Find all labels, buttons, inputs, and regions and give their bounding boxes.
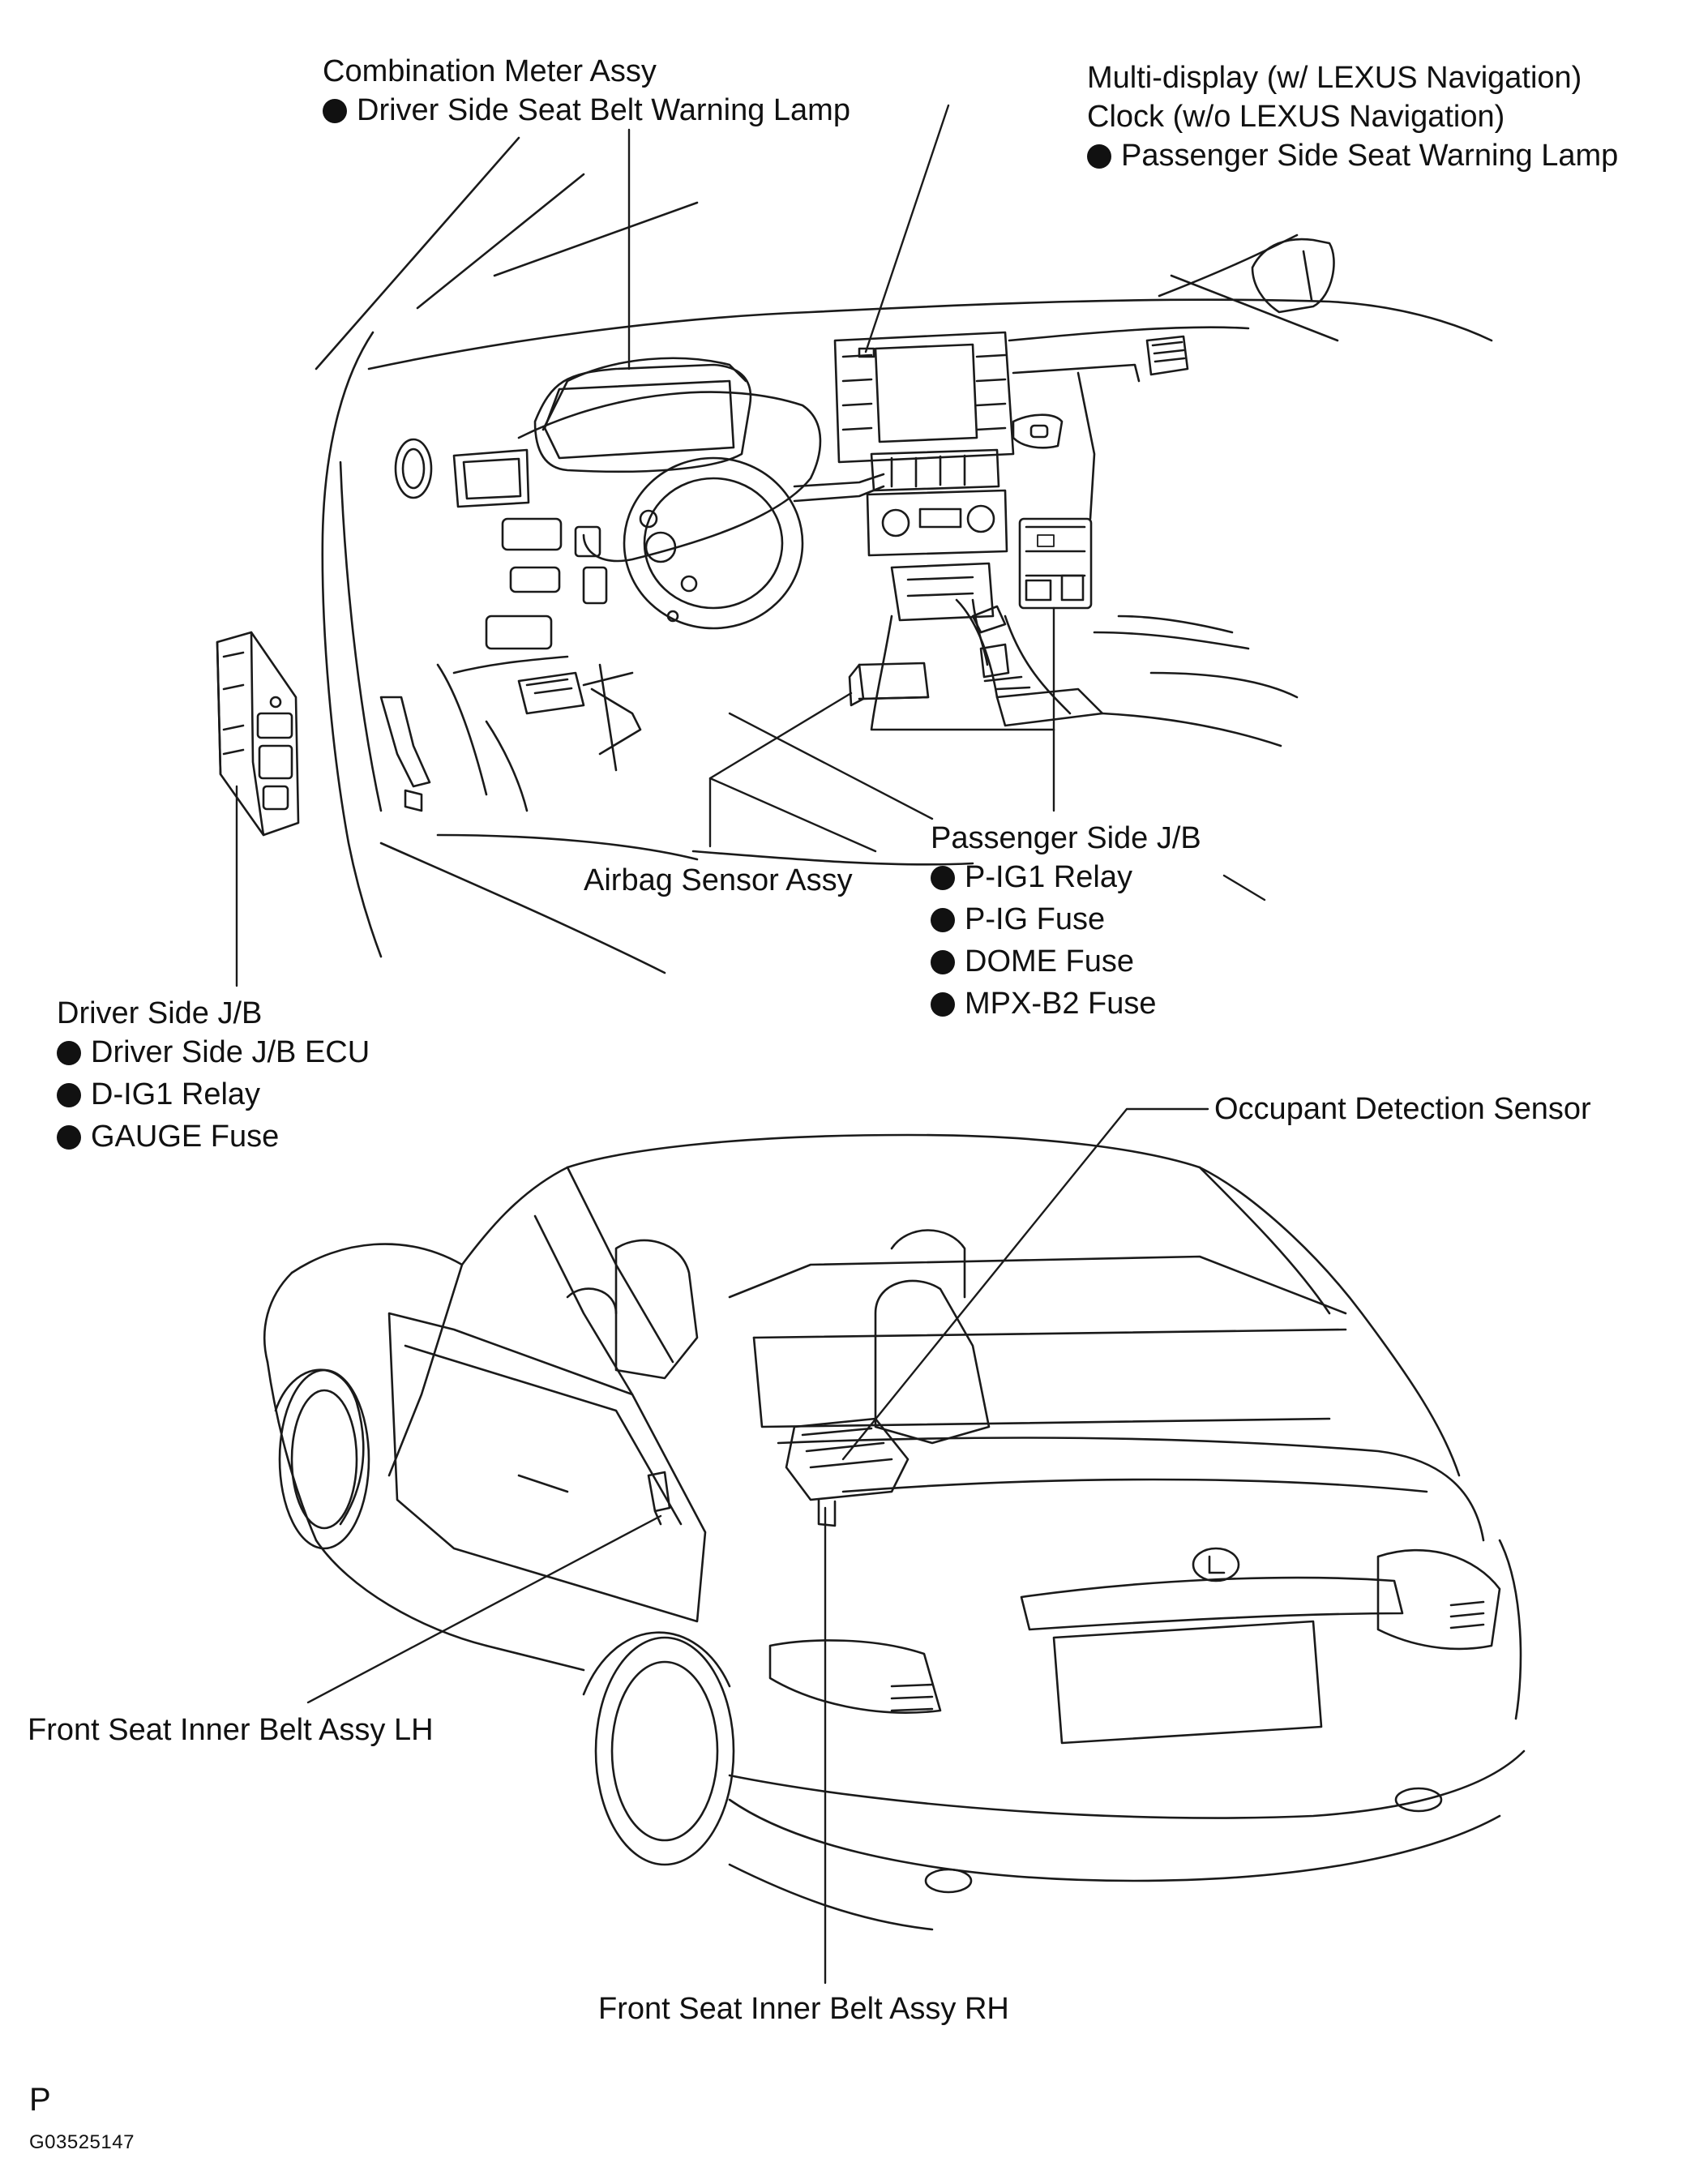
passenger-jb-callout: Passenger Side J/B P-IG1 Relay P-IG Fuse… [931,819,1201,1026]
list-item: Passenger Side Seat Warning Lamp [1087,136,1618,175]
bullet-icon [931,866,955,890]
car-illustration [263,1133,1526,1931]
multi-display-callout: Multi-display (w/ LEXUS Navigation) Cloc… [1087,58,1618,178]
occupant-sensor-title: Occupant Detection Sensor [1214,1092,1591,1126]
list-item: P-IG1 Relay [931,858,1201,897]
list-item: Driver Side Seat Belt Warning Lamp [323,91,850,130]
multi-display-line2: Clock (w/o LEXUS Navigation) [1087,100,1505,134]
dashboard-illustration [315,136,1493,974]
item-label: D-IG1 Relay [91,1077,261,1111]
passenger-jb-items: P-IG1 Relay P-IG Fuse DOME Fuse MPX-B2 F… [931,858,1201,1023]
item-label: P-IG1 Relay [965,860,1132,894]
multi-display-items: Passenger Side Seat Warning Lamp [1087,136,1618,175]
leader-lines [235,104,1266,1985]
item-label: Passenger Side Seat Warning Lamp [1121,139,1619,173]
bullet-icon [931,950,955,974]
driver-side-jb-illustration [216,631,300,837]
figure-id: G03525147 [29,2131,135,2153]
passenger-jb-title: Passenger Side J/B [931,821,1201,855]
list-item: D-IG1 Relay [57,1075,370,1114]
bullet-icon [1087,144,1111,169]
bullet-icon [931,992,955,1017]
list-item: DOME Fuse [931,942,1201,981]
bullet-icon [931,908,955,932]
item-label: GAUGE Fuse [91,1120,280,1154]
list-item: Driver Side J/B ECU [57,1033,370,1072]
driver-jb-items: Driver Side J/B ECU D-IG1 Relay GAUGE Fu… [57,1033,370,1156]
item-label: Driver Side J/B ECU [91,1035,370,1069]
item-label: MPX-B2 Fuse [965,987,1157,1021]
page-letter: P [29,2082,51,2118]
item-label: DOME Fuse [965,944,1135,979]
bullet-icon [57,1083,81,1107]
driver-jb-title: Driver Side J/B [57,996,263,1030]
front-belt-rh-title: Front Seat Inner Belt Assy RH [598,1992,1009,2026]
combination-meter-title: Combination Meter Assy [323,54,657,88]
airbag-sensor-callout: Airbag Sensor Assy [584,861,853,900]
item-label: Driver Side Seat Belt Warning Lamp [357,93,850,127]
multi-display-line1: Multi-display (w/ LEXUS Navigation) [1087,61,1582,95]
front-belt-lh-callout: Front Seat Inner Belt Assy LH [28,1711,434,1749]
list-item: MPX-B2 Fuse [931,984,1201,1023]
airbag-sensor-title: Airbag Sensor Assy [584,863,853,897]
list-item: GAUGE Fuse [57,1117,370,1156]
bullet-icon [57,1125,81,1150]
bullet-icon [57,1041,81,1065]
combination-meter-callout: Combination Meter Assy Driver Side Seat … [323,52,850,133]
front-belt-rh-callout: Front Seat Inner Belt Assy RH [598,1989,1009,2028]
list-item: P-IG Fuse [931,900,1201,939]
front-belt-lh-title: Front Seat Inner Belt Assy LH [28,1713,434,1747]
bullet-icon [323,99,347,123]
occupant-sensor-callout: Occupant Detection Sensor [1214,1090,1591,1128]
driver-jb-callout: Driver Side J/B Driver Side J/B ECU D-IG… [57,994,370,1159]
item-label: P-IG Fuse [965,902,1106,936]
combination-meter-items: Driver Side Seat Belt Warning Lamp [323,91,850,130]
